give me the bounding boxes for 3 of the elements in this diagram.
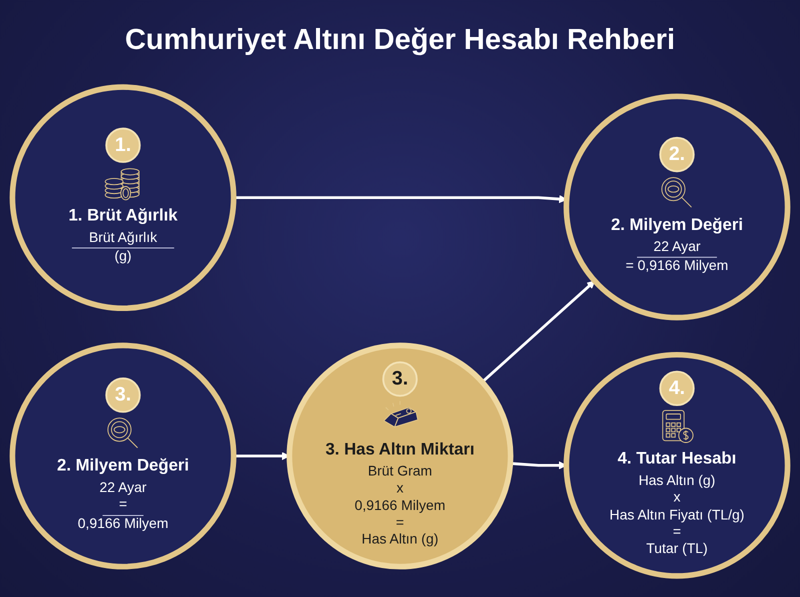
arrow xyxy=(234,194,567,203)
arrow xyxy=(481,280,596,383)
diagram-title: Cumhuriyet Altını Değer Hesabı Rehberi xyxy=(124,24,676,57)
